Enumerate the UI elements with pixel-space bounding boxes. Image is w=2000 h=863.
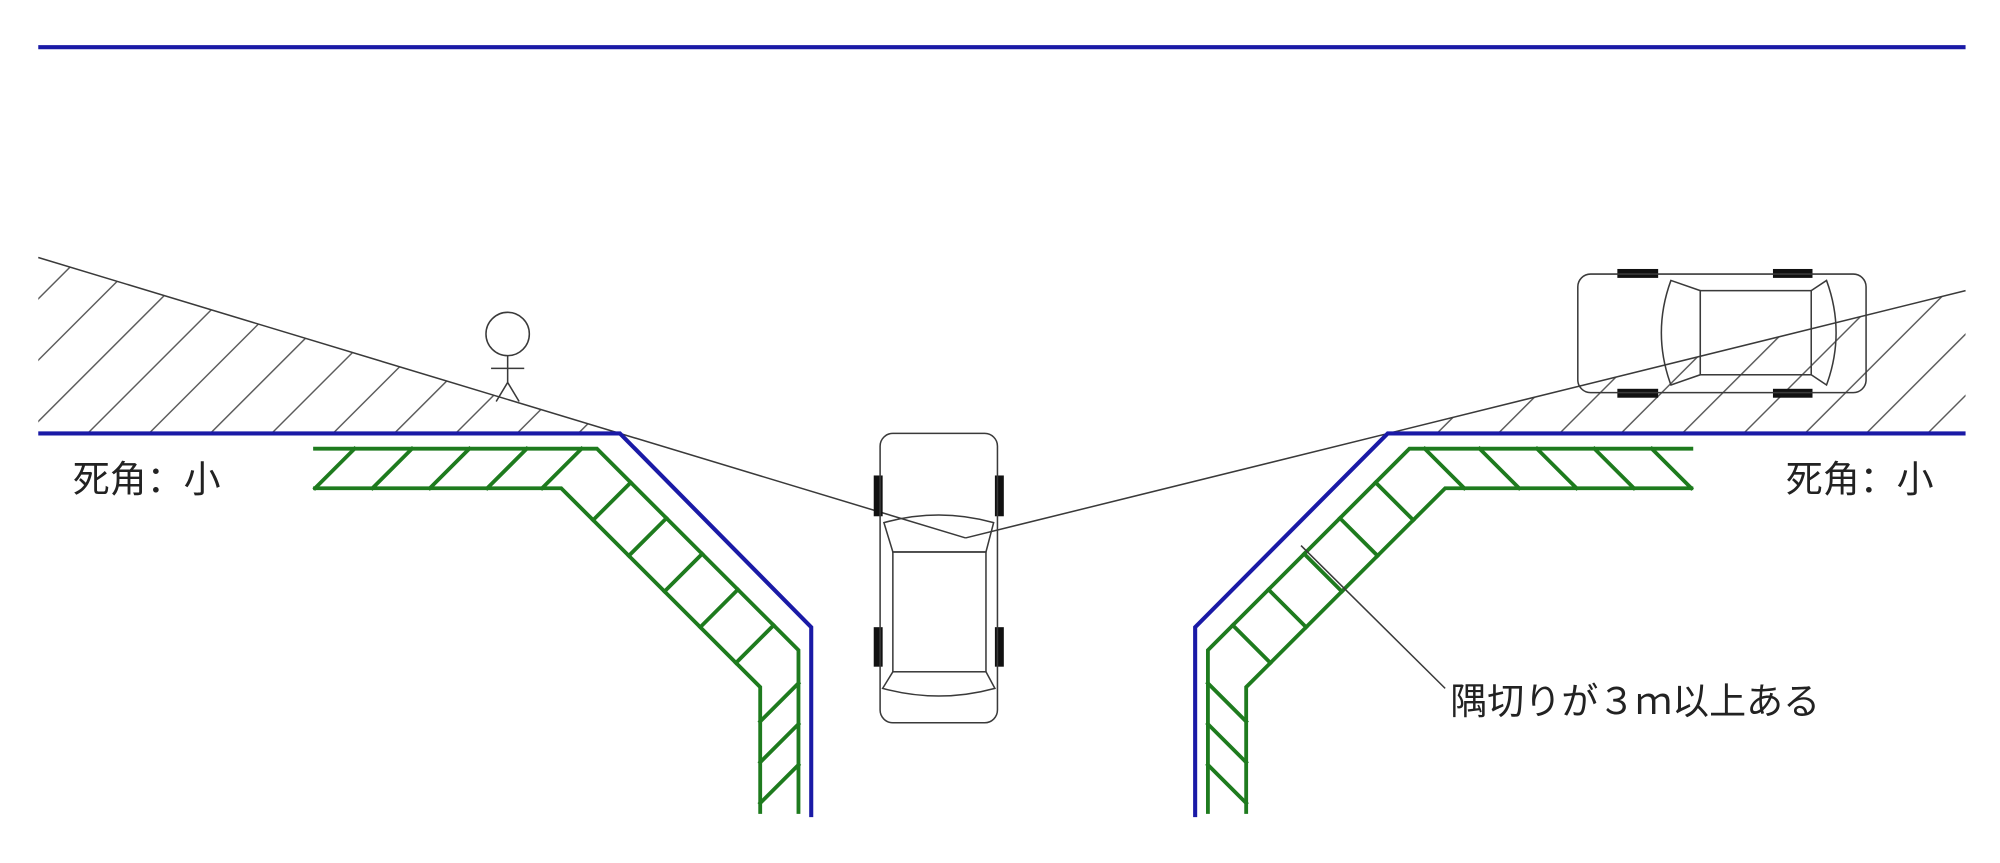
- car-center-icon: [873, 432, 1004, 724]
- corner-cut-leader-line: [1300, 545, 1446, 689]
- label-blind-spot-left: 死角：小: [73, 458, 221, 501]
- label-corner-cut: 隅切りが３ｍ以上ある: [1450, 680, 1820, 723]
- road-edge-right: [1193, 431, 1966, 818]
- sight-line-right: [965, 289, 1966, 539]
- car-right-icon: [1577, 268, 1867, 398]
- corner-wall-right: [1205, 446, 1695, 814]
- road-edge-left: [38, 431, 814, 818]
- pedestrian-icon: [485, 311, 531, 402]
- sight-line-left: [38, 256, 966, 539]
- corner-wall-left: [312, 446, 802, 814]
- label-blind-spot-right: 死角：小: [1786, 458, 1934, 501]
